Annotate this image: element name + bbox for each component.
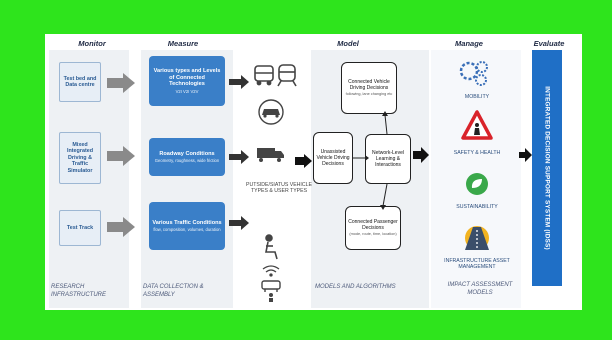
measure-box-roadway: Roadway Conditions Geometry, roughness, … <box>149 138 225 176</box>
header-evaluate: Evaluate <box>533 39 565 48</box>
arrow-icon <box>107 73 135 93</box>
model-connectors <box>353 111 429 210</box>
manage-item-safety: SAFETY & HEALTH <box>453 150 501 156</box>
infrastructure-icon <box>465 226 489 250</box>
measure-box-title: Various types and Levels of Connected Te… <box>153 67 221 88</box>
pedestrian-icon <box>269 293 273 302</box>
unassisted-driving-box: Unassisted Vehicle Driving Decisions <box>313 132 353 184</box>
header-model: Model <box>337 39 359 48</box>
wifi-icon <box>262 265 280 277</box>
bus-icon <box>254 65 274 86</box>
framework-panel: Monitor Measure Model Manage Evaluate Te… <box>45 34 582 310</box>
sustainability-icon <box>466 173 488 195</box>
manage-item-sustainability: SUSTAINABILITY <box>456 204 498 210</box>
connected-passenger-title: Connected Passenger Decisions <box>348 219 398 232</box>
arrow-icon <box>107 217 135 237</box>
research-box-testbed: Test bed and Data centre <box>59 62 101 102</box>
car-icon <box>258 99 284 125</box>
arrow-icon <box>229 75 249 89</box>
connected-passenger-box: Connected Passenger Decisions (mode, rou… <box>345 206 401 250</box>
research-footer: RESEARCH INFRASTRUCTURE <box>51 284 106 298</box>
manage-item-infrastructure: INFRASTRUCTURE ASSET MANAGEMENT <box>444 258 510 271</box>
car-front-icon <box>261 280 281 292</box>
research-box-test-track: Test Track <box>59 210 101 246</box>
arrow-icon <box>413 147 429 163</box>
arrow-icon <box>229 150 249 164</box>
measure-box-subtitle: flow, composition, volumes, duration <box>153 227 221 233</box>
header-monitor: Monitor <box>78 39 106 48</box>
measure-box-traffic: Various Traffic Conditions flow, composi… <box>149 202 225 250</box>
manage-footer: IMPACT ASSESSMENT MODELS <box>447 282 513 296</box>
connected-vehicle-title: Connected Vehicle Driving Decisions <box>348 79 390 92</box>
truck-icon <box>257 148 284 162</box>
arrow-icon <box>295 154 312 168</box>
idss-bar: INTEGRATED DECISION SUPPORT SYSTEM (IDSS… <box>532 50 562 286</box>
connected-vehicle-box: Connected Vehicle Driving Decisions foll… <box>341 62 397 114</box>
measure-box-subtitle: V2I V2I V2V <box>175 89 199 95</box>
header-manage: Manage <box>455 39 483 48</box>
model-footer: MODELS AND ALGORITHMS <box>315 284 396 290</box>
arrow-icon <box>365 155 369 161</box>
arrow-icon <box>229 216 249 230</box>
measure-footer: DATA COLLECTION & ASSEMBLY <box>143 284 204 298</box>
idss-label: INTEGRATED DECISION SUPPORT SYSTEM (IDSS… <box>543 86 551 250</box>
driver-icon <box>265 234 278 260</box>
measure-box-subtitle: Geometry, roughness, wide friction <box>154 158 220 164</box>
manage-item-mobility: MOBILITY <box>464 94 490 100</box>
vehicle-types-label: PUTSIDE/SIATUS VEHICLE TYPES & USER TYPE… <box>246 182 312 195</box>
vehicle-icons <box>254 64 297 302</box>
measure-box-title: Various Traffic Conditions <box>152 219 222 226</box>
arrow-icon <box>380 205 386 210</box>
measure-arrows <box>229 75 249 230</box>
safety-icon <box>461 110 493 140</box>
connected-vehicle-sub: following, lane changing etc <box>345 92 393 97</box>
arrow-icon <box>107 146 135 166</box>
research-box-simulator: Mixed Integrated Driving & Traffic Simul… <box>59 132 101 184</box>
header-measure: Measure <box>167 39 199 48</box>
manage-list: MOBILITY SAFETY & HEALTH SUSTAINABILITY … <box>435 56 519 276</box>
train-icon <box>277 64 297 87</box>
arrow-icon <box>519 148 532 162</box>
research-arrows <box>107 73 135 237</box>
mobility-icon <box>459 61 488 86</box>
arrow-icon <box>382 111 388 116</box>
measure-box-title: Roadway Conditions <box>159 150 215 157</box>
connected-passenger-sub: (mode, route, time, location) <box>349 232 397 237</box>
measure-box-connected-tech: Various types and Levels of Connected Te… <box>149 56 225 106</box>
